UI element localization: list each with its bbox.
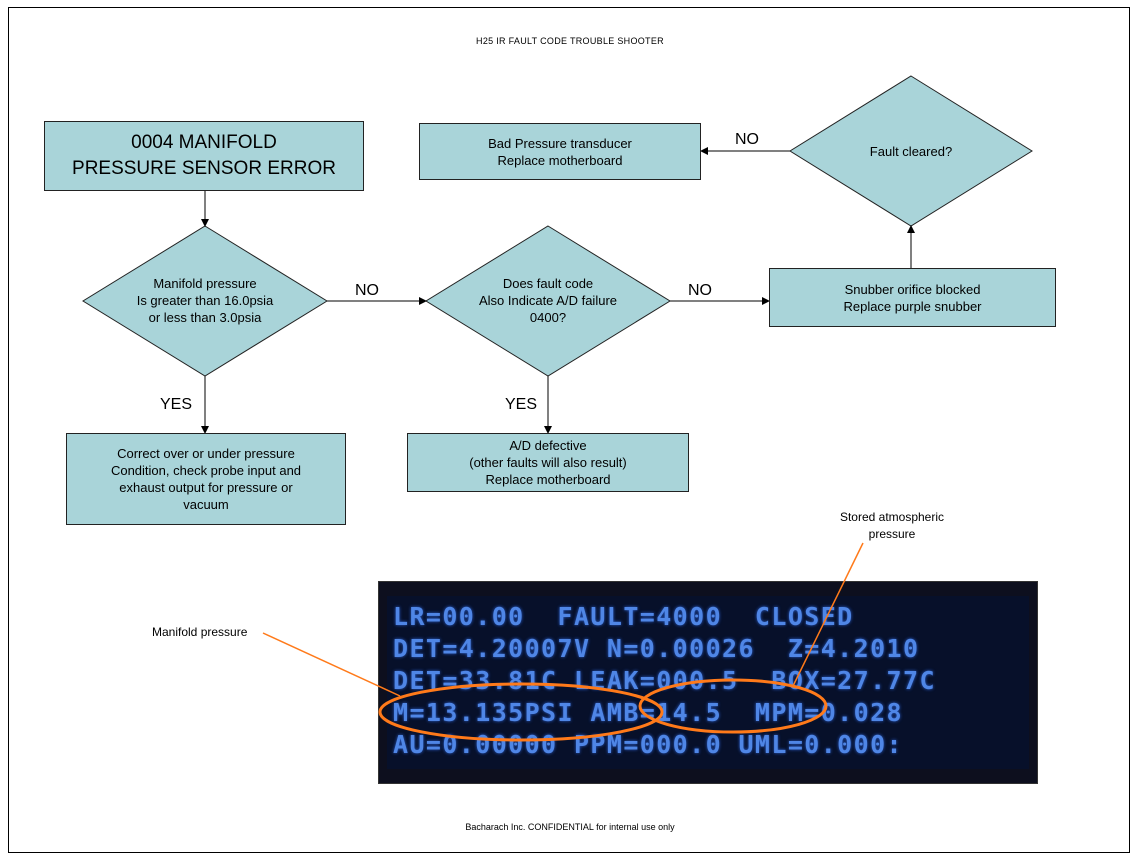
d1-yes-label: YES: [160, 396, 193, 413]
decision3-text: Fault cleared?: [869, 144, 953, 159]
lcd-line-1: LR=00.00 FAULT=4000 CLOSED: [393, 602, 854, 631]
page-frame: [8, 7, 1130, 853]
manifold-pressure-note: Manifold pressure: [152, 625, 248, 639]
start-node: 0004 MANIFOLD PRESSURE SENSOR ERROR: [44, 121, 364, 191]
decision1-text: Manifold pressure Is greater than 16.0ps…: [136, 276, 274, 325]
ad-defective-node: A/D defective (other faults will also re…: [407, 433, 689, 492]
correct-pressure-node: Correct over or under pressure Condition…: [66, 433, 346, 525]
lcd-line-5: AU=0.00000 PPM=000.0 UML=0.000:: [393, 730, 903, 759]
atmospheric-pressure-pointer: [792, 542, 864, 687]
d3-no-label: NO: [735, 131, 759, 148]
manifold-pressure-pointer: [262, 632, 401, 697]
lcd-line-2: DET=4.20007V N=0.00026 Z=4.2010: [393, 634, 920, 663]
d2-yes-label: YES: [505, 396, 538, 413]
bad-transducer-node: Bad Pressure transducer Replace motherbo…: [419, 123, 701, 180]
stored-atmospheric-note: Stored atmospheric pressure: [839, 510, 945, 541]
decision2-text: Does fault code Also Indicate A/D failur…: [478, 276, 618, 325]
atmospheric-pressure-ellipse: [638, 678, 828, 734]
footer-confidential: Bacharach Inc. CONFIDENTIAL for internal…: [465, 822, 675, 832]
lcd-display-photo: LR=00.00 FAULT=4000 CLOSED DET=4.20007V …: [378, 581, 1038, 784]
d1-no-label: NO: [355, 282, 379, 299]
d2-no-label: NO: [688, 282, 712, 299]
manifold-pressure-ellipse: [378, 682, 664, 742]
snubber-node: Snubber orifice blocked Replace purple s…: [769, 268, 1056, 327]
page-title: H25 IR FAULT CODE TROUBLE SHOOTER: [476, 36, 664, 46]
